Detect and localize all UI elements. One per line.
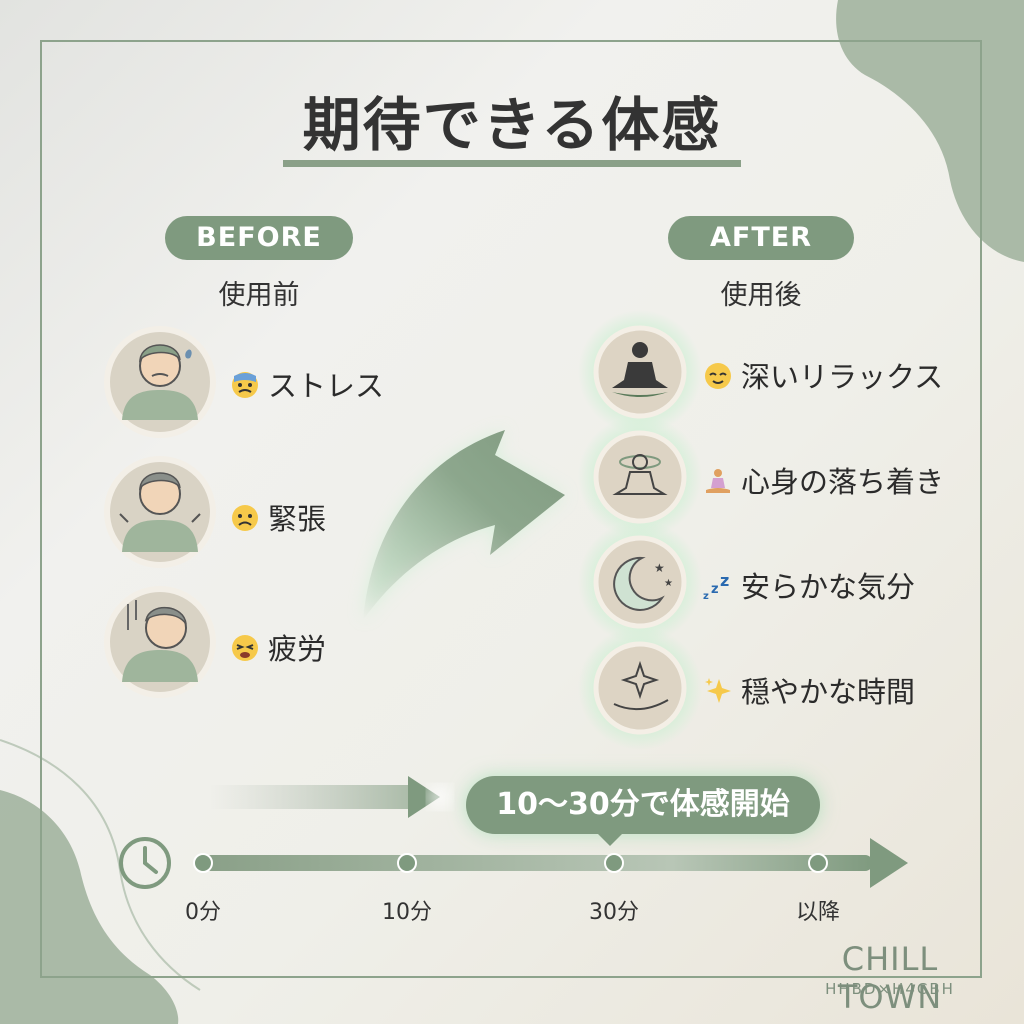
svg-text:z: z bbox=[703, 591, 709, 601]
corner-blob-top-right bbox=[836, 0, 1024, 262]
before-item: 緊張 bbox=[230, 496, 326, 538]
svg-text:★: ★ bbox=[654, 561, 665, 575]
tense-person-icon bbox=[119, 472, 201, 552]
anxious-sweat-face-icon bbox=[232, 372, 258, 398]
timeline-tick: 10分 bbox=[382, 900, 432, 925]
svg-text:z: z bbox=[720, 571, 729, 590]
after-badge: AFTER bbox=[668, 216, 854, 260]
after-illustrations: ★ ★ bbox=[578, 310, 702, 750]
title-underline bbox=[283, 160, 741, 167]
after-item-label: 心身の落ち着き bbox=[741, 465, 945, 499]
timeline bbox=[193, 838, 908, 888]
svg-text:z: z bbox=[711, 582, 719, 597]
timeline-tick: 0分 bbox=[185, 900, 221, 925]
timeline-tick: 以降 bbox=[795, 900, 840, 925]
corner-blob-bottom-left bbox=[0, 790, 179, 1024]
after-item-label: 穏やかな時間 bbox=[741, 675, 916, 709]
person-meditating-icon bbox=[706, 469, 730, 493]
stressed-person-icon bbox=[122, 344, 198, 420]
onset-badge-pointer bbox=[597, 833, 623, 846]
timeline-tick: 30分 bbox=[589, 900, 639, 925]
before-subtitle: 使用前 bbox=[218, 280, 300, 311]
after-item-label: 深いリラックス bbox=[741, 360, 944, 394]
onset-arrow bbox=[408, 776, 440, 818]
meditation-lotus-icon bbox=[612, 342, 668, 397]
brand-name: CHILL TOWN bbox=[837, 940, 943, 1016]
border-frame bbox=[40, 40, 982, 978]
tired-face-icon bbox=[232, 635, 258, 661]
before-after-arrow bbox=[363, 430, 565, 620]
onset-badge: 10〜30分で体感開始 bbox=[466, 776, 820, 834]
before-item: ストレス bbox=[230, 363, 384, 405]
before-item-label: 疲労 bbox=[268, 632, 327, 666]
exhausted-person-icon bbox=[122, 600, 198, 682]
before-badge: BEFORE bbox=[165, 216, 353, 260]
after-item: 深いリラックス bbox=[703, 354, 943, 396]
before-item: 疲労 bbox=[230, 626, 326, 668]
relieved-face-icon bbox=[705, 363, 731, 389]
after-item: 心身の落ち着き bbox=[703, 459, 944, 501]
hand-sparkle-icon bbox=[613, 660, 669, 711]
before-item-label: ストレス bbox=[268, 369, 385, 403]
after-subtitle: 使用後 bbox=[720, 280, 802, 311]
meditation-aura-icon bbox=[612, 454, 668, 495]
worried-face-icon bbox=[232, 505, 258, 531]
brand-sub: HHBD×H4CBH bbox=[825, 980, 955, 998]
after-item: 穏やかな時間 bbox=[703, 669, 915, 711]
before-illustrations bbox=[104, 326, 216, 698]
svg-text:★: ★ bbox=[664, 578, 673, 589]
clock-icon bbox=[119, 837, 171, 889]
before-item-label: 緊張 bbox=[268, 502, 327, 536]
sparkles-icon bbox=[705, 678, 731, 703]
page-title: 期待できる体感 bbox=[302, 91, 722, 159]
after-item-label: 安らかな気分 bbox=[741, 570, 916, 604]
crescent-moon-stars-icon: ★ ★ bbox=[613, 556, 673, 611]
